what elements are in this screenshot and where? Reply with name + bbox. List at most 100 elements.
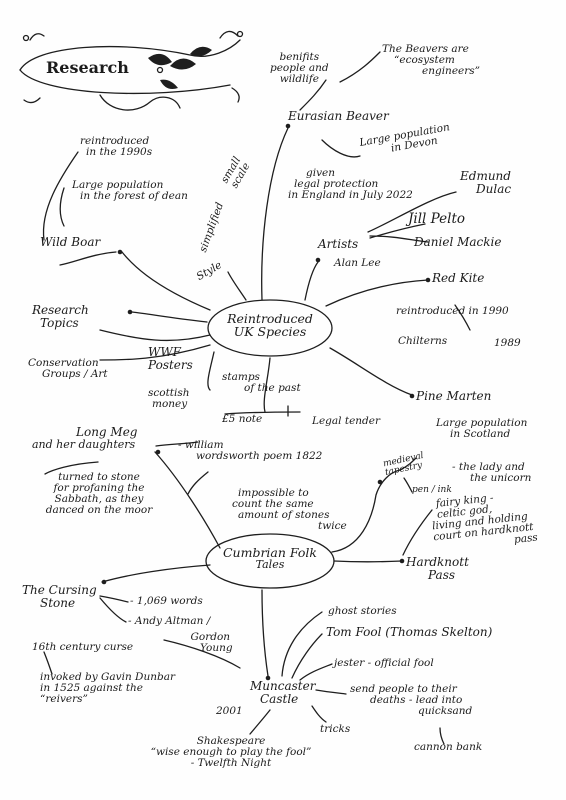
folk-hub-line-1: Cumbrian Folk xyxy=(222,545,317,560)
conservation-line-2: Groups / Art xyxy=(42,368,108,381)
node-hardknott-pass: Hardknott Pass xyxy=(406,556,469,581)
species-hub-line-2: UK Species xyxy=(233,324,307,340)
species-hub-line-1: Reintroduced xyxy=(227,311,313,326)
scotland-line-1: Large population xyxy=(436,417,528,429)
node-red-kite: Red Kite xyxy=(432,271,485,285)
long-meg-line-1: Long Meg xyxy=(76,425,138,439)
gordon-line-1: Gordon xyxy=(190,631,231,643)
node-research-topics: Research Topics xyxy=(32,304,89,329)
node-wild-boar: Wild Boar xyxy=(40,235,101,249)
turned-line-2: for profaning the xyxy=(53,482,145,495)
shakespeare-line-2: “wise enough to play the fool” xyxy=(150,746,312,759)
wwf-line-1: WWF xyxy=(148,345,181,359)
engineers-line-2: “ecosystem xyxy=(394,54,455,67)
research-topics-line-1: Research xyxy=(32,303,89,317)
node-impossible: impossible to count the same amount of s… xyxy=(214,487,347,532)
scottish-money-line-2: money xyxy=(152,398,188,411)
node-artists: Artists xyxy=(318,237,359,251)
node-daniel-mackie: Daniel Mackie xyxy=(414,235,502,249)
node-long-meg: Long Meg and her daughters xyxy=(32,426,138,450)
node-conservation: Conservation Groups / Art xyxy=(28,357,108,381)
node-wordsworth: - william wordsworth poem 1822 xyxy=(178,439,323,463)
node-send-people: send people to their deaths - lead into … xyxy=(350,683,473,718)
boar-dean-line-2: in the forest of dean xyxy=(80,190,188,203)
node-tricks: tricks xyxy=(320,723,351,735)
node-boar-dean: Large population in the forest of dean xyxy=(72,179,188,203)
gavin-line-3: “reivers” xyxy=(40,693,88,706)
legal-line-2: legal protection xyxy=(294,178,379,191)
node-cannon-bank: cannon bank xyxy=(414,741,483,753)
shakespeare-line-3: - Twelfth Night xyxy=(190,757,272,770)
node-benefits: benifits people and wildlife xyxy=(270,51,329,86)
turned-line-3: Sabbath, as they xyxy=(54,493,144,506)
node-boar-1990s: reintroduced in the 1990s xyxy=(80,135,153,159)
node-edmund-dulac: Edmund Dulac xyxy=(460,170,511,195)
node-stamps: stamps of the past xyxy=(222,371,301,394)
node-gordon-young: Gordon Young xyxy=(188,631,233,655)
engineers-line-1: The Beavers are xyxy=(382,43,469,55)
node-beaver-engineers: The Beavers are “ecosystem engineers” xyxy=(382,43,481,78)
benefits-line-2: people and xyxy=(270,62,329,75)
species-hub: Reintroduced UK Species xyxy=(222,312,318,338)
muncaster-line-2: Castle xyxy=(260,691,299,706)
node-legal-protection: given legal protection in England in Jul… xyxy=(288,167,413,202)
benefits-line-1: benifits xyxy=(279,51,320,63)
flourish-leaves xyxy=(148,46,212,89)
node-reintro-1990: reintroduced in 1990 xyxy=(396,305,509,317)
node-fairy-king: fairy king - celtic god, living and hold… xyxy=(429,489,539,555)
wordsworth-line-2: wordsworth poem 1822 xyxy=(196,450,323,463)
muncaster-line-1: Muncaster xyxy=(250,679,316,693)
node-shakespeare: Shakespeare “wise enough to play the foo… xyxy=(126,735,336,770)
node-eurasian-beaver: Eurasian Beaver xyxy=(288,109,389,123)
node-2001: 2001 xyxy=(216,705,243,717)
node-tom-fool: Tom Fool (Thomas Skelton) xyxy=(326,625,493,639)
node-scottish-money: scottish money xyxy=(148,387,190,411)
node-andy-altman: - Andy Altman / xyxy=(128,615,211,627)
node-legal-tender: Legal tender xyxy=(312,415,381,427)
folk-hub-line-2: Tales xyxy=(255,558,285,572)
gavin-line-2: in 1525 against the xyxy=(40,682,144,695)
send-line-1: send people to their xyxy=(350,683,457,695)
node-scotland: Large population in Scotland xyxy=(436,417,528,440)
conservation-line-1: Conservation xyxy=(28,357,99,369)
send-line-2: deaths - lead into xyxy=(370,694,463,707)
impossible-line-2: count the same xyxy=(232,498,314,511)
node-gavin-dunbar: invoked by Gavin Dunbar in 1525 against … xyxy=(40,671,175,706)
hardknott-line-2: Pass xyxy=(428,567,456,582)
page-title: Research xyxy=(46,58,129,77)
node-lady-unicorn: - the lady and the unicorn xyxy=(452,461,532,485)
legal-line-3: in England in July 2022 xyxy=(288,189,413,202)
node-e5-note: £5 note xyxy=(222,413,263,425)
engineers-line-3: engineers” xyxy=(422,65,481,78)
long-meg-line-2: and her daughters xyxy=(32,437,136,451)
node-pen-ink: pen / ink xyxy=(412,485,452,495)
cursing-line-1: The Cursing xyxy=(22,583,97,597)
gordon-line-2: Young xyxy=(200,642,233,655)
wordsworth-line-1: - william xyxy=(178,439,224,451)
send-line-3: quicksand xyxy=(418,705,473,718)
node-1069-words: - 1,069 words xyxy=(130,595,203,607)
shakespeare-line-1: Shakespeare xyxy=(196,735,266,747)
scottish-money-line-1: scottish xyxy=(148,387,190,399)
node-jester: jester - official fool xyxy=(334,657,434,669)
node-dots xyxy=(101,123,431,681)
node-cursing-stone: The Cursing Stone xyxy=(22,584,97,609)
legal-line-1: given xyxy=(306,167,335,179)
lady-unicorn-line-2: the unicorn xyxy=(470,472,532,485)
impossible-line-1: impossible to xyxy=(238,487,309,499)
cursing-line-2: Stone xyxy=(40,595,76,610)
node-jill-pelto: Jill Pelto xyxy=(408,211,465,227)
node-alan-lee: Alan Lee xyxy=(334,257,381,269)
node-1989: 1989 xyxy=(494,337,521,349)
wwf-line-2: Posters xyxy=(148,357,193,372)
boar-1990s-line-1: reintroduced xyxy=(80,135,150,147)
benefits-line-3: wildlife xyxy=(279,73,319,86)
boar-dean-line-1: Large population xyxy=(72,179,164,191)
title-flourish xyxy=(19,30,244,111)
node-16th-century-curse: 16th century curse xyxy=(32,641,134,653)
node-muncaster-castle: Muncaster Castle xyxy=(250,680,315,705)
boar-1990s-line-2: in the 1990s xyxy=(86,146,153,159)
gavin-line-1: invoked by Gavin Dunbar xyxy=(40,671,175,683)
